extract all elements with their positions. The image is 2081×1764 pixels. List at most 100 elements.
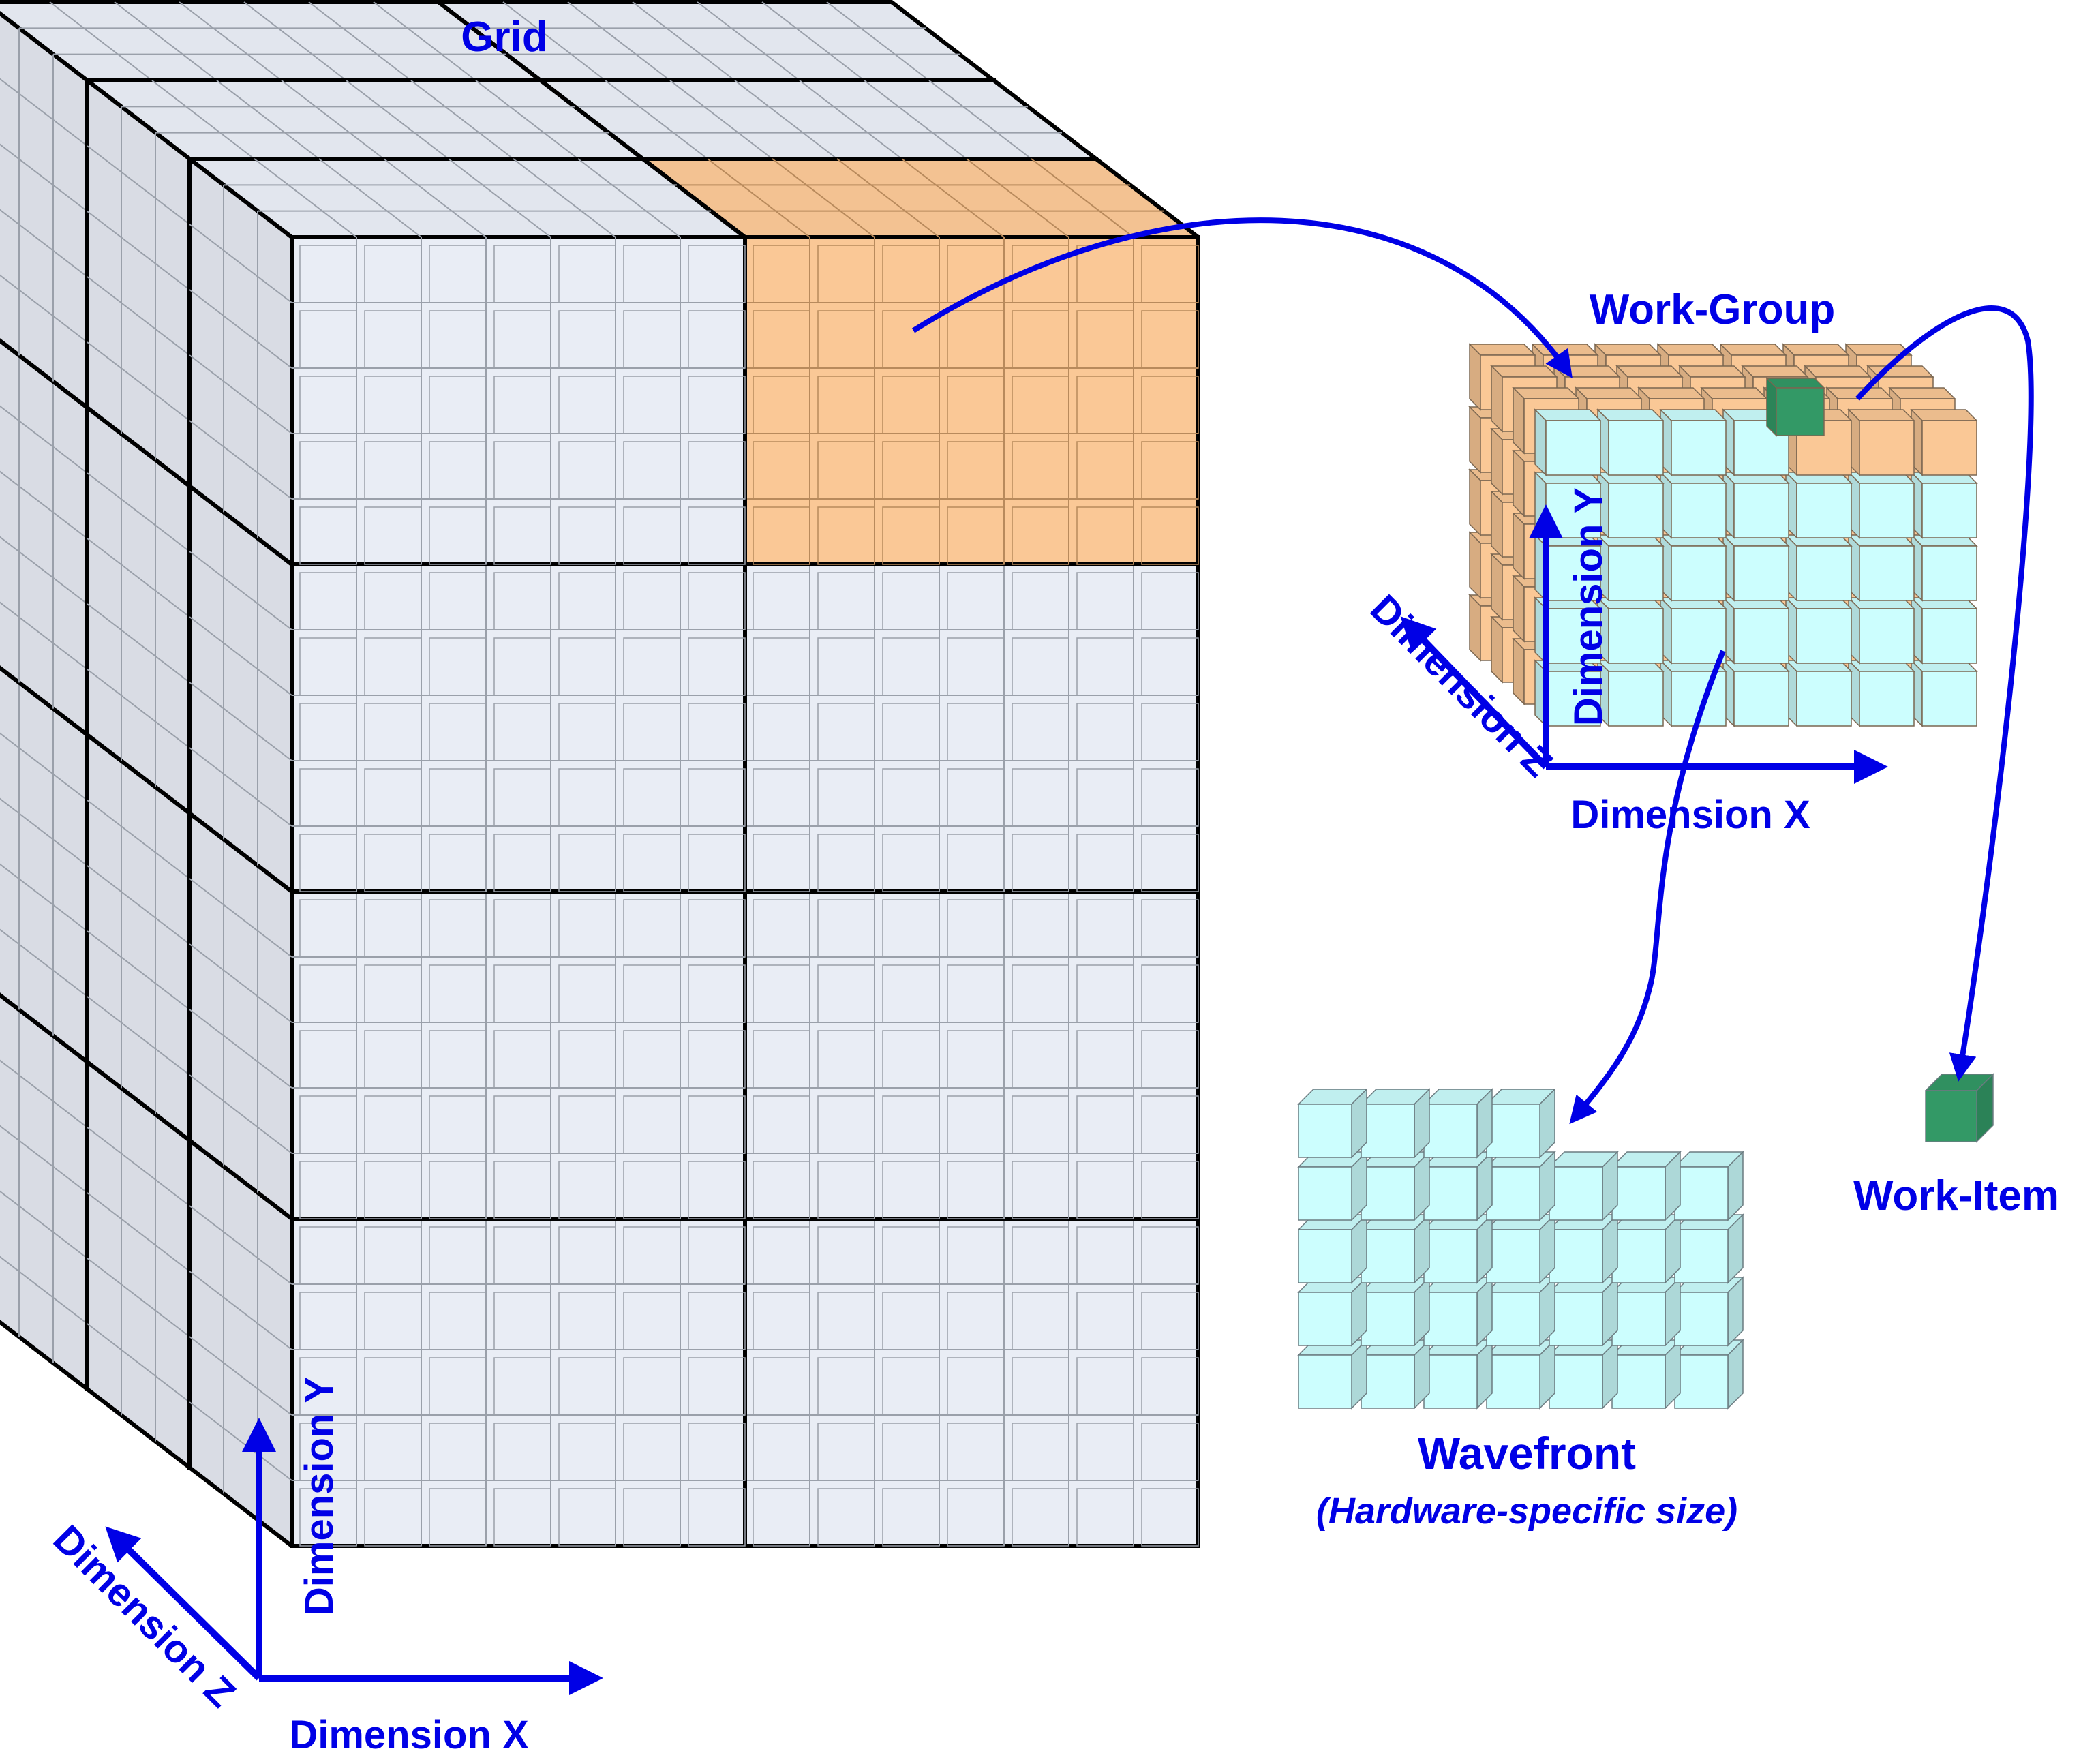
work-group-wavefront-cell-front	[1796, 671, 1852, 727]
grid-block-cell	[429, 637, 487, 696]
work-group-wavefront-cell-front	[1545, 545, 1601, 601]
grid-block-top-line	[928, 80, 1032, 159]
grid-block-cell	[753, 964, 810, 1023]
grid-block-cell	[299, 768, 357, 827]
grid-block-cell	[299, 964, 357, 1023]
work-group-selected-item-front	[1776, 387, 1825, 436]
wavefront-cell	[1485, 1151, 1556, 1221]
grid-block-cell	[558, 376, 616, 434]
work-group-wavefront-cell-front	[1608, 483, 1664, 538]
grid-block-side-line	[0, 863, 88, 932]
work-group-wavefront-cell	[1722, 471, 1790, 539]
grid-axes	[105, 1418, 603, 1695]
grid-block-cell	[623, 1095, 681, 1154]
grid-block-selected-cell	[1141, 310, 1199, 369]
work-group-wavefront-cell	[1722, 534, 1790, 602]
grid-block-cell	[882, 834, 940, 892]
grid-block-cell	[364, 1292, 422, 1350]
grid-block-cell	[1012, 1161, 1069, 1219]
grid-block-cell	[882, 1488, 940, 1547]
grid-block-selected-cell	[882, 376, 940, 434]
wavefront-cell	[1611, 1213, 1682, 1284]
grid-block-cell	[364, 1226, 422, 1285]
grid-block-cell	[688, 1357, 746, 1416]
grid-block-selected-cell	[1012, 310, 1069, 369]
grid-block-top-line	[669, 80, 773, 159]
wavefront-cell	[1423, 1339, 1493, 1410]
grid-block-top-line	[475, 80, 579, 159]
grid-block-cell	[882, 964, 940, 1023]
grid-block-cell	[817, 1357, 875, 1416]
wavefront-cell	[1548, 1213, 1619, 1284]
grid-block-side-line	[189, 747, 292, 827]
wavefront-cell	[1423, 1151, 1493, 1221]
grid-block-side-line	[0, 601, 88, 670]
grid-block-cell	[882, 703, 940, 761]
wavefront-cell-front	[1298, 1229, 1352, 1283]
workgroup-axis-z-arrow	[1400, 616, 1549, 770]
grid-block-selected-cell	[817, 310, 875, 369]
wavefront-cell	[1360, 1276, 1431, 1347]
grid-block-cell	[493, 1357, 551, 1416]
grid-block-cell	[364, 1488, 422, 1547]
grid-block-cell	[558, 637, 616, 696]
grid-block-side-line	[189, 224, 292, 303]
grid-block-cell	[753, 1357, 810, 1416]
grid-block-cell	[623, 1161, 681, 1219]
grid-block-front-face	[290, 562, 747, 894]
grid-block-cell	[688, 506, 746, 565]
wavefront-cell-front	[1361, 1354, 1415, 1409]
connector-arrows	[911, 217, 2034, 1125]
grid-block-cell	[1076, 1095, 1134, 1154]
grid-block-side-line	[0, 928, 88, 997]
grid-block-cell	[429, 899, 487, 958]
grid-block-cell	[1076, 1488, 1134, 1547]
work-group-wavefront-cell	[1659, 596, 1727, 665]
grid-block-cell	[947, 637, 1005, 696]
work-group-wavefront-cell	[1722, 596, 1790, 665]
wavefront-cell	[1297, 1213, 1368, 1284]
grid-block-side-line	[0, 405, 88, 474]
wavefront-cell-front	[1674, 1354, 1729, 1409]
grid-block-cell	[558, 1030, 616, 1089]
grid-block-selected-cell	[1141, 441, 1199, 500]
grid-block-cell	[688, 1226, 746, 1285]
work-group-wavefront-cell	[1784, 534, 1853, 602]
wavefront-cell	[1360, 1339, 1431, 1410]
grid-block-cell	[947, 964, 1005, 1023]
grid-block-cell	[882, 1357, 940, 1416]
grid-block-cell	[558, 899, 616, 958]
grid-block-cell	[299, 1357, 357, 1416]
grid-block-cell	[493, 310, 551, 369]
wavefront-cell-front	[1611, 1166, 1666, 1221]
grid-block-selected-cell	[817, 506, 875, 565]
grid-title: Grid	[461, 14, 547, 61]
work-group-back-cell-side	[1513, 386, 1525, 455]
work-group-wavefront-cell-front	[1671, 545, 1727, 601]
grid-block-selected-cell	[882, 245, 940, 303]
grid-block-cell	[364, 964, 422, 1023]
wavefront-cell	[1673, 1151, 1744, 1221]
work-group-wavefront-cell	[1596, 408, 1665, 476]
grid-block-top-line	[577, 158, 681, 238]
wavefront-cell	[1485, 1088, 1556, 1159]
wavefront-cell-front	[1674, 1229, 1729, 1283]
work-group-cell	[1847, 408, 1915, 476]
grid-block-cell	[299, 310, 357, 369]
work-group-wavefront-cell	[1534, 408, 1602, 476]
grid-block-side-line	[87, 1258, 190, 1337]
grid-block-side-line	[189, 551, 292, 630]
grid-block-side-line	[189, 878, 292, 958]
grid-block-cell	[947, 1161, 1005, 1219]
grid-block-side-line	[189, 943, 292, 1023]
grid-block-selected-cell	[882, 506, 940, 565]
grid-block-cell	[817, 703, 875, 761]
grid-block-cell	[558, 964, 616, 1023]
grid-block-cell	[429, 964, 487, 1023]
grid-block-cell	[429, 768, 487, 827]
wavefront-cell	[1423, 1088, 1493, 1159]
grid-block-cell	[299, 1095, 357, 1154]
grid-block-cell	[817, 1161, 875, 1219]
grid-block-cell	[299, 572, 357, 630]
grid-block-cell	[299, 441, 357, 500]
